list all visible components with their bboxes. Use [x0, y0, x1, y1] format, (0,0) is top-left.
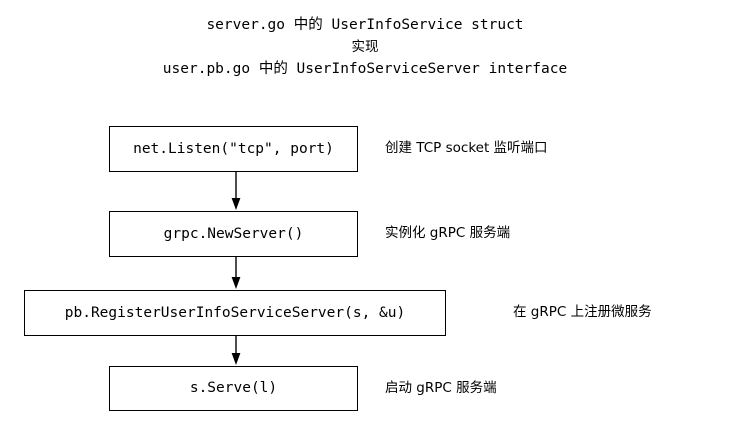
flow-note-register-service: 在 gRPC 上注册微服务 [513, 304, 652, 320]
header-line-2: 实现 [351, 39, 379, 55]
flow-node-net-listen: net.Listen("tcp", port) [109, 126, 358, 172]
flow-note-serve: 启动 gRPC 服务端 [385, 380, 497, 396]
diagram-header: server.go 中的 UserInfoService struct 实现 u… [0, 14, 730, 80]
flow-note-net-listen: 创建 TCP socket 监听端口 [385, 140, 548, 156]
flow-node-serve: s.Serve(l) [109, 366, 358, 411]
flow-node-label: pb.RegisterUserInfoServiceServer(s, &u) [64, 304, 406, 321]
flow-node-register-service: pb.RegisterUserInfoServiceServer(s, &u) [24, 290, 446, 336]
header-line-1: server.go 中的 UserInfoService struct [206, 17, 524, 33]
flow-arrow-3 [229, 336, 243, 366]
flow-node-grpc-newserver: grpc.NewServer() [109, 211, 358, 257]
flow-note-grpc-newserver: 实例化 gRPC 服务端 [385, 225, 511, 241]
flow-node-label: s.Serve(l) [189, 380, 278, 397]
flow-arrow-2 [229, 257, 243, 290]
flow-node-label: net.Listen("tcp", port) [133, 140, 334, 157]
flow-node-label: grpc.NewServer() [163, 225, 304, 242]
header-line-3: user.pb.go 中的 UserInfoServiceServer inte… [162, 61, 568, 77]
flow-arrow-1 [229, 172, 243, 211]
